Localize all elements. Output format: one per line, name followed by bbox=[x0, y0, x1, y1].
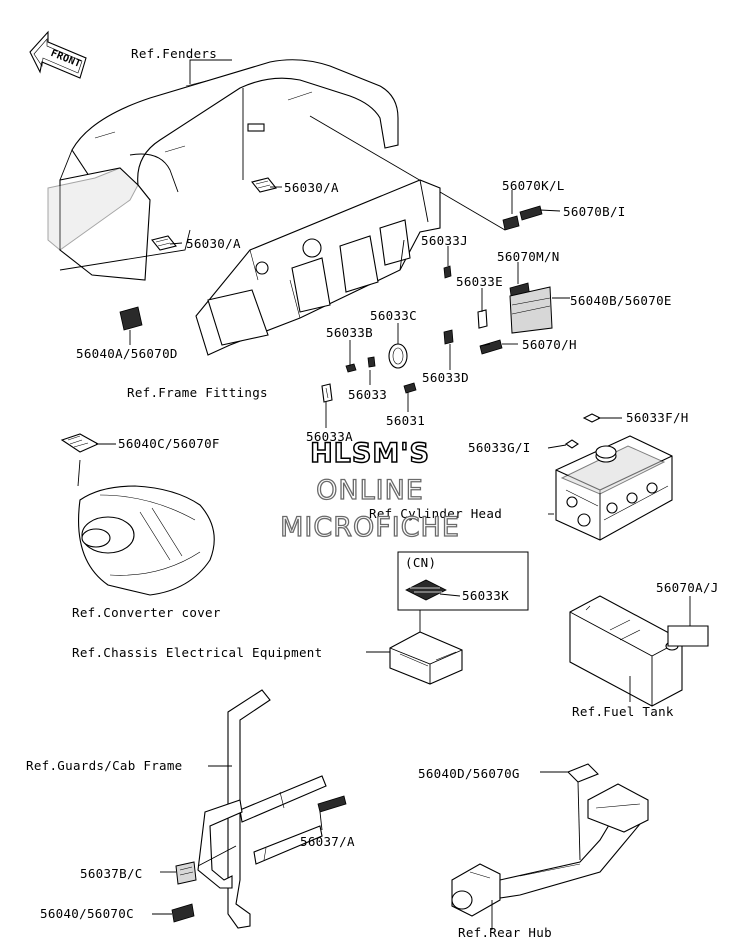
front-arrow-icon: FRONT bbox=[29, 30, 87, 79]
ref-fuel-tank-label: Ref.Fuel Tank bbox=[572, 704, 674, 719]
converter-cover-drawing bbox=[60, 433, 215, 596]
part-56030a-left: 56030/A bbox=[186, 236, 241, 251]
watermark: HLSM'S ONLINE MICROFICHE bbox=[279, 437, 460, 543]
fuel-tank-drawing bbox=[569, 595, 709, 707]
part-56070kl: 56070K/L bbox=[502, 178, 565, 193]
cylinder-head-drawing bbox=[555, 413, 673, 541]
part-56070aj: 56070A/J bbox=[656, 580, 719, 595]
frame-fittings-drawing bbox=[195, 179, 441, 356]
part-56033a: 56033A bbox=[306, 429, 353, 444]
watermark-line1: HLSM'S bbox=[310, 438, 430, 469]
part-56037a: 56037/A bbox=[300, 834, 355, 849]
cn-box bbox=[397, 551, 529, 632]
part-56040a-56070d: 56040A/56070D bbox=[76, 346, 178, 361]
part-56033d: 56033D bbox=[422, 370, 469, 385]
part-56033gi: 56033G/I bbox=[468, 440, 531, 455]
ref-fenders-label: Ref.Fenders bbox=[131, 46, 217, 61]
part-56033e: 56033E bbox=[456, 274, 503, 289]
ref-chassis-electrical-label: Ref.Chassis Electrical Equipment bbox=[72, 645, 322, 660]
rear-hub-drawing bbox=[451, 763, 649, 930]
part-56033: 56033 bbox=[348, 387, 387, 402]
part-56033b: 56033B bbox=[326, 325, 373, 340]
part-56040d-56070g: 56040D/56070G bbox=[418, 766, 520, 781]
ref-cylinder-head-label: Ref.Cylinder Head bbox=[369, 506, 502, 521]
part-56040b-56070e: 56040B/56070E bbox=[570, 293, 672, 308]
part-56033c: 56033C bbox=[370, 308, 417, 323]
ref-rear-hub-label: Ref.Rear Hub bbox=[458, 925, 552, 940]
cab-frame-drawing bbox=[171, 689, 347, 929]
part-56033fh: 56033F/H bbox=[626, 410, 689, 425]
part-56031: 56031 bbox=[386, 413, 425, 428]
part-56033j: 56033J bbox=[421, 233, 468, 248]
part-56033k: 56033K bbox=[462, 588, 509, 603]
leader-lines bbox=[96, 59, 691, 915]
part-cn-label: (CN) bbox=[405, 555, 436, 570]
chassis-electrical-drawing bbox=[389, 631, 463, 685]
ref-guards-cab-frame-label: Ref.Guards/Cab Frame bbox=[26, 758, 183, 773]
fender-drawing bbox=[47, 59, 506, 281]
watermark-line3: MICROFICHE bbox=[280, 512, 460, 543]
ref-converter-cover-label: Ref.Converter cover bbox=[72, 605, 221, 620]
part-56040c-56070f: 56040C/56070F bbox=[118, 436, 220, 451]
part-56070bi: 56070B/I bbox=[563, 204, 626, 219]
ref-frame-fittings-label: Ref.Frame Fittings bbox=[127, 385, 268, 400]
watermark-line2: ONLINE bbox=[316, 475, 424, 506]
part-56037bc: 56037B/C bbox=[80, 866, 143, 881]
part-56070h: 56070/H bbox=[522, 337, 577, 352]
part-56030a-top: 56030/A bbox=[284, 180, 339, 195]
part-56040-56070c: 56040/56070C bbox=[40, 906, 134, 921]
decal-icons bbox=[119, 177, 570, 403]
part-56070mn: 56070M/N bbox=[497, 249, 560, 264]
